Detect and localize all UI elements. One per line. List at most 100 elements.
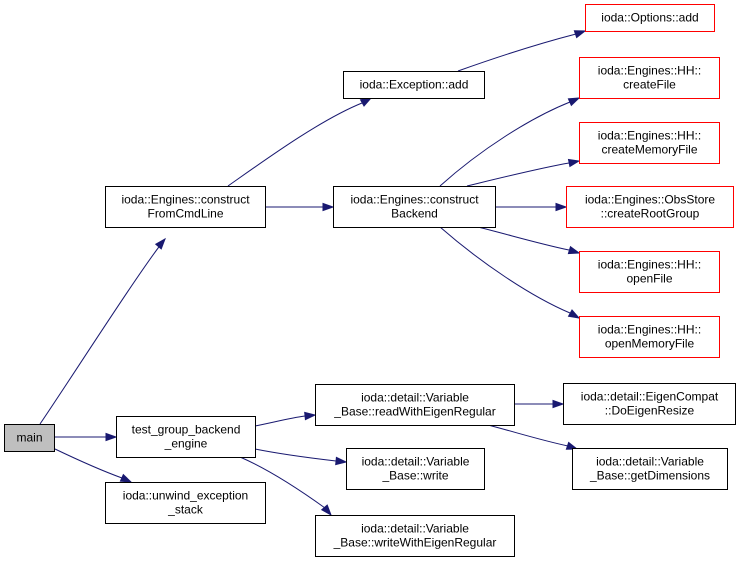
edge-line	[477, 226, 570, 251]
edge-line	[254, 448, 337, 462]
node-label-line: openFile	[626, 272, 672, 286]
edge-construct-backend-to-hh-open-file	[477, 226, 581, 255]
node-obsstore-create-root-group[interactable]: ioda::Engines::ObsStore::createRootGroup	[566, 186, 734, 228]
edge-construct-backend-to-hh-open-memory-file	[439, 226, 581, 319]
edge-exception-add-to-options-add	[457, 30, 587, 72]
edge-line	[457, 33, 577, 72]
node-box	[333, 186, 496, 228]
arrowhead	[119, 473, 133, 483]
node-hh-create-file[interactable]: ioda::Engines::HH::createFile	[579, 57, 720, 99]
arrowhead	[322, 202, 335, 212]
node-box	[579, 122, 720, 164]
edge-line	[254, 415, 306, 427]
node-read-with-eigen-regular[interactable]: ioda::detail::Variable_Base::readWithEig…	[315, 384, 515, 426]
node-label-line: openMemoryFile	[605, 337, 695, 351]
node-options-add[interactable]: ioda::Options::add	[585, 4, 715, 32]
node-variable-base-get-dimensions[interactable]: ioda::detail::Variable_Base::getDimensio…	[572, 448, 728, 490]
node-box	[105, 186, 266, 228]
node-box	[579, 316, 720, 358]
node-layer: mainioda::Engines::constructFromCmdLinet…	[4, 4, 736, 557]
node-box	[572, 448, 728, 490]
node-unwind-exception-stack[interactable]: ioda::unwind_exception_stack	[105, 482, 266, 524]
node-label-line: ioda::Engines::construct	[350, 193, 479, 207]
node-label-line: ::DoEigenResize	[605, 404, 695, 418]
node-label-line: ioda::Engines::HH::	[598, 129, 701, 143]
node-label-line: _engine	[164, 437, 208, 451]
node-box	[346, 448, 485, 490]
edge-construct-backend-to-obsstore-create-root-group	[495, 202, 568, 212]
node-label-line: createFile	[623, 78, 676, 92]
node-label-line: ioda::detail::Variable	[596, 455, 704, 469]
edge-test-group-backend-engine-to-write-with-eigen-regular	[239, 456, 332, 517]
arrowhead	[154, 237, 166, 250]
edge-line	[439, 226, 571, 314]
node-box	[579, 251, 720, 293]
node-eigen-compat-do-eigen-resize[interactable]: ioda::detail::EigenCompat::DoEigenResize	[563, 383, 736, 425]
node-write-with-eigen-regular[interactable]: ioda::detail::Variable_Base::writeWithEi…	[315, 515, 515, 557]
node-label-line: _Base::getDimensions	[589, 469, 710, 483]
arrowhead	[555, 202, 568, 212]
edge-read-with-eigen-regular-to-eigen-compat-do-eigen-resize	[514, 399, 565, 409]
edge-line	[466, 162, 570, 187]
arrowhead	[304, 411, 317, 421]
node-label-line: _Base::writeWithEigenRegular	[333, 536, 497, 550]
edge-test-group-backend-engine-to-variable-base-write	[254, 448, 348, 466]
edge-construct-from-cmdline-to-exception-add	[227, 97, 373, 187]
node-label-line: _stack	[167, 503, 204, 517]
node-box	[563, 383, 736, 425]
node-box	[343, 71, 485, 99]
arrowhead	[565, 441, 579, 450]
node-box	[116, 416, 256, 458]
edge-line	[439, 101, 571, 187]
node-label-line: ioda::Engines::HH::	[598, 64, 701, 78]
edge-construct-backend-to-hh-create-memory-file	[466, 158, 581, 187]
node-main[interactable]: main	[4, 424, 55, 452]
edge-construct-backend-to-hh-create-file	[439, 97, 581, 187]
node-label-line: ioda::Exception::add	[360, 78, 469, 92]
node-box	[585, 4, 715, 32]
node-box	[105, 482, 266, 524]
node-label-line: _Base::readWithEigenRegular	[333, 405, 495, 419]
arrowhead	[567, 245, 581, 255]
edge-line	[54, 448, 123, 479]
arrowhead	[105, 432, 118, 442]
node-box	[4, 424, 55, 452]
node-box	[315, 384, 515, 426]
node-exception-add[interactable]: ioda::Exception::add	[343, 71, 485, 99]
node-label-line: ioda::Engines::construct	[121, 193, 250, 207]
node-label-line: test_group_backend	[132, 423, 241, 437]
node-label-line: ioda::Engines::ObsStore	[585, 193, 715, 207]
node-label-line: ::createRootGroup	[601, 207, 700, 221]
arrowhead	[320, 504, 332, 517]
edge-line	[39, 238, 166, 425]
node-label-line: ioda::detail::Variable	[361, 522, 469, 536]
edge-line	[239, 456, 326, 509]
node-label-line: FromCmdLine	[147, 207, 223, 221]
edge-main-to-test-group-backend-engine	[55, 432, 118, 442]
arrowhead	[567, 309, 581, 319]
node-box	[566, 186, 734, 228]
edge-layer	[39, 30, 587, 517]
node-label-line: main	[16, 431, 42, 445]
edge-line	[487, 424, 569, 447]
node-variable-base-write[interactable]: ioda::detail::Variable_Base::write	[346, 448, 485, 490]
arrowhead	[573, 30, 587, 39]
node-box	[579, 57, 720, 99]
node-label-line: ioda::Engines::HH::	[598, 323, 701, 337]
arrowhead	[359, 97, 373, 107]
node-hh-open-file[interactable]: ioda::Engines::HH::openFile	[579, 251, 720, 293]
node-label-line: ioda::detail::Variable	[362, 455, 470, 469]
node-hh-open-memory-file[interactable]: ioda::Engines::HH::openMemoryFile	[579, 316, 720, 358]
node-test-group-backend-engine[interactable]: test_group_backend_engine	[116, 416, 256, 458]
arrowhead	[335, 456, 348, 466]
edge-main-to-construct-from-cmdline	[39, 237, 166, 425]
node-label-line: createMemoryFile	[601, 143, 697, 157]
edge-main-to-unwind-exception-stack	[54, 448, 133, 483]
edge-test-group-backend-engine-to-read-with-eigen-regular	[254, 411, 317, 427]
node-label-line: ioda::detail::EigenCompat	[581, 390, 719, 404]
node-hh-create-memory-file[interactable]: ioda::Engines::HH::createMemoryFile	[579, 122, 720, 164]
node-label-line: ioda::unwind_exception	[123, 489, 248, 503]
